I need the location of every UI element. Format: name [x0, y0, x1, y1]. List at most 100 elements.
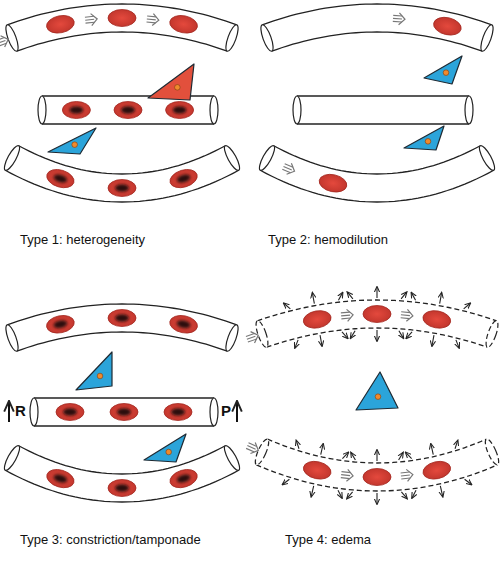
red-blood-cell — [108, 180, 136, 197]
red-blood-cell — [45, 13, 76, 35]
cell-body — [56, 404, 84, 421]
cell-center — [176, 173, 192, 184]
cell-nucleus — [175, 85, 181, 91]
capillary-wall — [260, 170, 493, 202]
flow-head — [250, 443, 260, 456]
leak-arrow — [283, 479, 290, 484]
cell-center — [176, 319, 191, 329]
leak-arrow — [455, 441, 458, 449]
leak-arrow — [311, 486, 313, 497]
flow-stroke — [247, 336, 256, 339]
flow-stroke — [284, 166, 292, 170]
flow-arrow — [85, 13, 98, 26]
red-blood-cell — [168, 166, 200, 190]
cell-body — [45, 13, 76, 35]
flow-arrow — [400, 469, 413, 482]
capillary-wall — [7, 304, 237, 325]
capillary-wall — [34, 397, 214, 398]
leak-arrow — [338, 490, 342, 498]
capillary-opening — [477, 144, 497, 172]
leak-arrow — [295, 340, 298, 348]
cell-body — [168, 313, 199, 335]
cell-center — [117, 408, 131, 416]
capillary-opening — [293, 96, 301, 124]
leak-arrow — [399, 453, 403, 460]
cell-body — [164, 404, 192, 421]
flow-stroke — [0, 38, 4, 41]
red-blood-cell — [108, 310, 136, 327]
cell-body — [363, 469, 391, 486]
cell-body — [114, 102, 142, 119]
capillary-opening — [2, 144, 22, 172]
cell-body — [363, 306, 391, 323]
leak-arrow — [464, 303, 471, 309]
flow-stroke — [393, 21, 402, 23]
flow-arrow — [393, 12, 406, 25]
variable-label: R — [15, 402, 26, 420]
capillary-wall — [17, 332, 227, 351]
leak-arrow — [321, 444, 323, 455]
capillary-lumen — [34, 398, 214, 426]
capillary-opening — [223, 323, 240, 352]
capillary-opening — [38, 96, 46, 124]
flow-arrow — [146, 13, 159, 26]
cell-center — [121, 106, 135, 114]
leak-arrow — [351, 331, 356, 338]
cell-body — [302, 459, 333, 482]
red-blood-cell — [302, 459, 333, 482]
cell-center — [171, 408, 185, 416]
capillary-opening — [483, 438, 500, 467]
capillary-opening — [222, 444, 242, 472]
cell-body — [108, 180, 136, 197]
capillary-lumen — [5, 146, 238, 202]
panel-caption: Type 2: hemodilution — [268, 232, 388, 248]
cell-body — [168, 166, 200, 190]
cell-body — [318, 172, 349, 195]
capillary-wall — [19, 146, 226, 174]
increase-arrow — [236, 402, 238, 422]
cell-body — [108, 480, 136, 497]
capillary-lumen — [7, 304, 237, 351]
capillary-wall — [19, 446, 226, 474]
capillary-opening — [30, 398, 38, 426]
red-blood-cell — [56, 404, 84, 421]
capillary-wall — [297, 123, 469, 124]
flow-arrow — [245, 440, 261, 456]
cell-body — [168, 13, 199, 35]
flow-arrow — [281, 161, 297, 177]
flow-arrow — [341, 309, 354, 322]
capillary-wall — [274, 146, 481, 174]
capillary-lumen — [297, 96, 469, 124]
cell-body — [422, 309, 453, 331]
red-blood-cell — [45, 166, 77, 190]
capillary-wall — [5, 170, 238, 202]
cell-body — [421, 459, 452, 482]
capillary-opening — [465, 96, 473, 124]
cell-body — [45, 466, 77, 490]
red-blood-cell — [108, 10, 136, 27]
cell-body — [432, 15, 463, 38]
leak-arrow — [347, 492, 353, 499]
capillary-wall — [267, 328, 488, 347]
capillary-opening — [257, 144, 277, 172]
capillary-lumen — [257, 300, 496, 347]
flow-head — [251, 330, 261, 343]
red-blood-cell — [422, 309, 453, 331]
increase-arrow — [8, 402, 10, 422]
capillary-opening — [223, 23, 240, 52]
leak-arrow — [342, 452, 348, 458]
cell-nucleus — [443, 70, 449, 76]
capillary-opening — [210, 96, 218, 124]
leak-arrow — [376, 493, 377, 504]
flow-stroke — [341, 475, 350, 476]
flow-head — [346, 469, 353, 482]
flow-head — [399, 13, 406, 25]
capillary-wall — [256, 465, 497, 491]
cell-body — [166, 102, 194, 119]
cell-center — [53, 473, 69, 484]
flow-stroke — [247, 446, 255, 450]
tissue-cell — [48, 128, 96, 154]
tissue-cell — [148, 64, 194, 100]
flow-stroke — [0, 40, 5, 43]
leak-arrow — [296, 441, 299, 449]
